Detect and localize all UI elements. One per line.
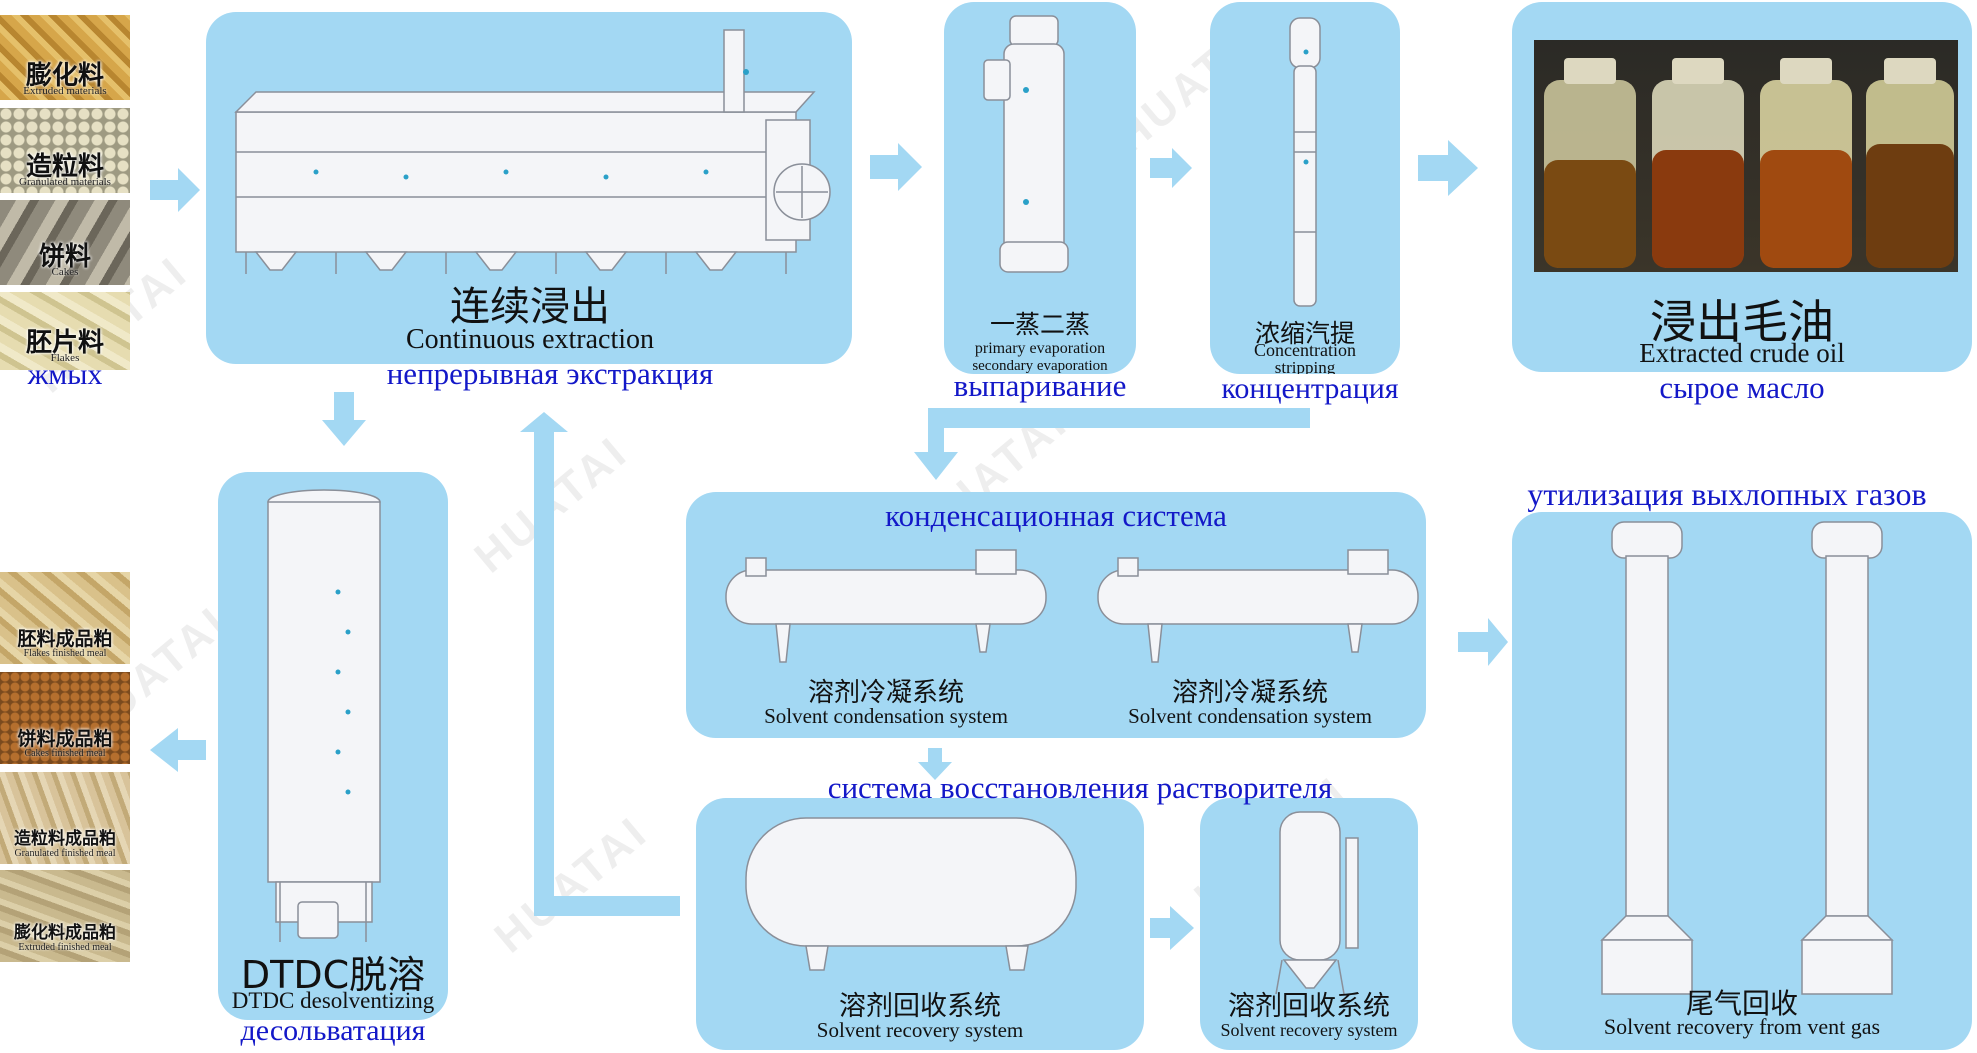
material-label-en: Cakes <box>51 266 79 278</box>
evaporator-drawing <box>983 15 1069 273</box>
evaporation-title-en1: primary evaporation <box>974 340 1106 357</box>
material-label-en: Flakes <box>50 352 80 364</box>
oil-jars <box>1544 58 1954 268</box>
extraction-title-ru: непрерывная экстракция <box>386 356 714 391</box>
material-tile-cakes: 饼料 Cakes <box>0 200 130 285</box>
dtdc-drawing <box>267 489 381 942</box>
extraction-title-cn: 连续浸出 <box>450 284 610 330</box>
meal-label-en: Cakes finished meal <box>24 748 106 759</box>
arrow-right <box>1150 906 1194 950</box>
recovery-label-en: Solvent recovery system <box>816 1018 1024 1042</box>
recovery-label-cn: 溶剂回收系统 <box>839 991 1001 1022</box>
vent-gas-title-ru: утилизация выхлопных газов <box>1527 476 1927 512</box>
condenser-label-cn: 溶剂冷凝系统 <box>807 678 964 708</box>
crude-oil-title-cn: 浸出毛油 <box>1650 295 1834 349</box>
extraction-title-en: Continuous extraction <box>405 324 655 355</box>
meal-label-cn: 饼料成品粕 <box>17 728 113 750</box>
vent-gas-columns-drawing <box>1600 521 1894 995</box>
meal-label-cn: 胚料成品粕 <box>17 628 113 650</box>
arrow-down <box>918 748 952 780</box>
material-label-en: Granulated materials <box>19 176 111 188</box>
concentration-title-cn: 浓缩汽提 <box>1254 319 1355 348</box>
arrow-left <box>150 728 206 772</box>
arrow-right <box>1458 618 1508 666</box>
arrow-right <box>1150 148 1192 188</box>
meal-label-en: Extruded finished meal <box>18 942 112 953</box>
concentration-title-ru: концентрация <box>1221 372 1399 405</box>
recovery-label-cn: 溶剂回收系统 <box>1228 991 1390 1022</box>
crude-oil-title-ru: сырое масло <box>1659 370 1825 405</box>
recovery-label-en: Solvent recovery system <box>1220 1020 1398 1040</box>
evaporation-title-cn: 一蒸二蒸 <box>989 310 1090 339</box>
concentration-title-en2: stripping <box>1274 358 1336 374</box>
material-tile-granulated: 造粒料 Granulated materials <box>0 108 130 193</box>
meal-tile-cakes: 饼料成品粕 Cakes finished meal <box>0 672 130 764</box>
meal-label-en: Flakes finished meal <box>23 648 107 659</box>
material-label-cn: 胚片料 <box>25 328 104 358</box>
continuous-extractor-drawing <box>234 29 831 274</box>
recovery-tank-drawing <box>745 817 1077 971</box>
vent-gas-title-cn: 尾气回收 <box>1685 987 1798 1020</box>
condenser-label-en: Solvent condensation system <box>764 704 1008 728</box>
condenser-label-en: Solvent condensation system <box>1128 704 1372 728</box>
material-tile-extruded: 膨化料 Extruded materials <box>0 15 130 100</box>
return-line <box>520 412 680 916</box>
material-label-cn: 饼料 <box>38 242 91 272</box>
dtdc-title-en: DTDC desolventizing <box>231 988 435 1013</box>
meal-label-cn: 造粒料成品粕 <box>14 829 116 849</box>
meal-tile-extruded: 膨化料成品粕 Extruded finished meal <box>0 870 130 962</box>
condenser-label-cn: 溶剂冷凝系统 <box>1171 678 1328 708</box>
concentration-title-en1: Concentration <box>1254 340 1356 360</box>
recovery-title-ru: система восстановления растворителя <box>827 770 1333 805</box>
arrow-down <box>322 392 366 446</box>
material-label-cn: 造粒料 <box>25 152 104 182</box>
meal-label-cn: 膨化料成品粕 <box>14 923 116 943</box>
material-label-en: Extruded materials <box>23 85 107 97</box>
vent-gas-title-en: Solvent recovery from vent gas <box>1603 1014 1881 1039</box>
evaporation-title-ru: выпаривание <box>953 368 1127 403</box>
condensation-title-ru: конденсационная система <box>885 498 1227 533</box>
material-tile-flakes: 胚片料 Flakes <box>0 292 130 370</box>
dtdc-title-ru: десольватация <box>240 1014 426 1047</box>
meal-label-en: Granulated finished meal <box>14 848 116 859</box>
crude-oil-title-en: Extracted crude oil <box>1639 338 1845 368</box>
meal-tile-flakes: 胚料成品粕 Flakes finished meal <box>0 572 130 664</box>
condensers-drawing <box>725 549 1419 663</box>
connector-line <box>914 408 1310 480</box>
arrow-right <box>870 143 922 191</box>
stripping-column-drawing <box>1289 17 1321 307</box>
material-label-cn: 膨化料 <box>25 61 104 91</box>
meal-tile-granulated: 造粒料成品粕 Granulated finished meal <box>0 772 130 864</box>
vent-gas-panel <box>1512 512 1972 1050</box>
materials-label-ru: жмых <box>27 358 103 391</box>
crude-oil-photo <box>1534 40 1958 272</box>
dtdc-title-cn: DTDC脱溶 <box>240 953 426 997</box>
recovery-vessel-drawing <box>1275 811 1359 995</box>
evaporation-title-en2: secondary evaporation <box>972 358 1108 373</box>
arrow-right <box>1418 140 1478 196</box>
arrow-right <box>150 168 200 212</box>
